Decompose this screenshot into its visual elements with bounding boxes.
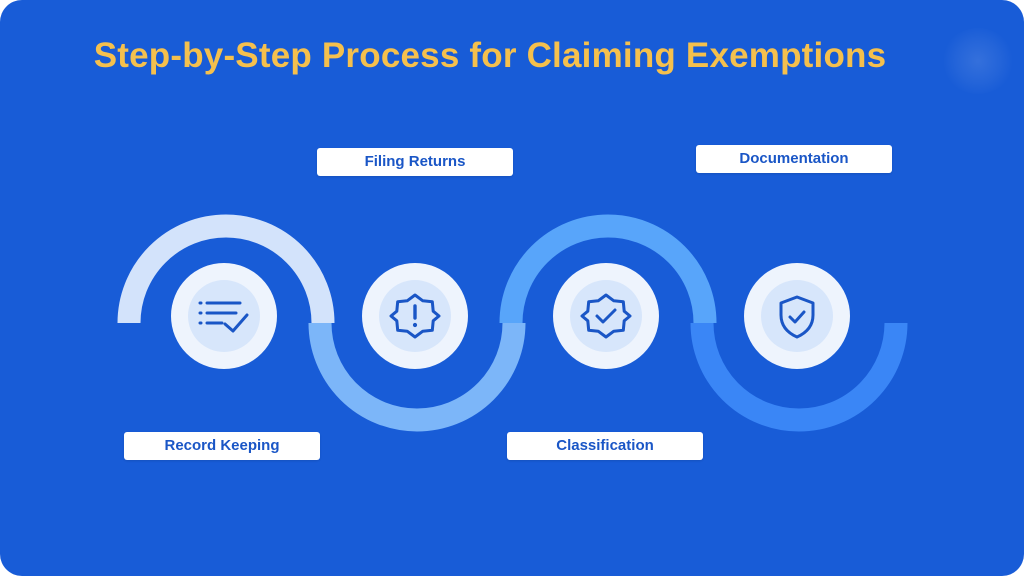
alert-badge-icon xyxy=(389,293,441,339)
page-title: Step-by-Step Process for Claiming Exempt… xyxy=(93,36,887,75)
step-1-label: Record Keeping xyxy=(124,432,320,460)
flow-arc-3 xyxy=(499,214,717,324)
flow-arc-1 xyxy=(117,214,335,324)
verified-badge-icon xyxy=(580,293,632,339)
step-3-label: Classification xyxy=(507,432,703,460)
list-check-icon xyxy=(198,301,249,333)
step-4-label: Documentation xyxy=(696,145,892,173)
step-4-node xyxy=(744,263,850,369)
shield-check-icon xyxy=(779,295,815,339)
step-2-node xyxy=(362,263,468,369)
step-2-label: Filing Returns xyxy=(317,148,513,176)
step-3-node xyxy=(553,263,659,369)
flow-arc-2 xyxy=(308,322,526,432)
flow-arc-4 xyxy=(690,322,908,432)
step-1-node xyxy=(171,263,277,369)
decorative-glow xyxy=(942,28,1014,94)
